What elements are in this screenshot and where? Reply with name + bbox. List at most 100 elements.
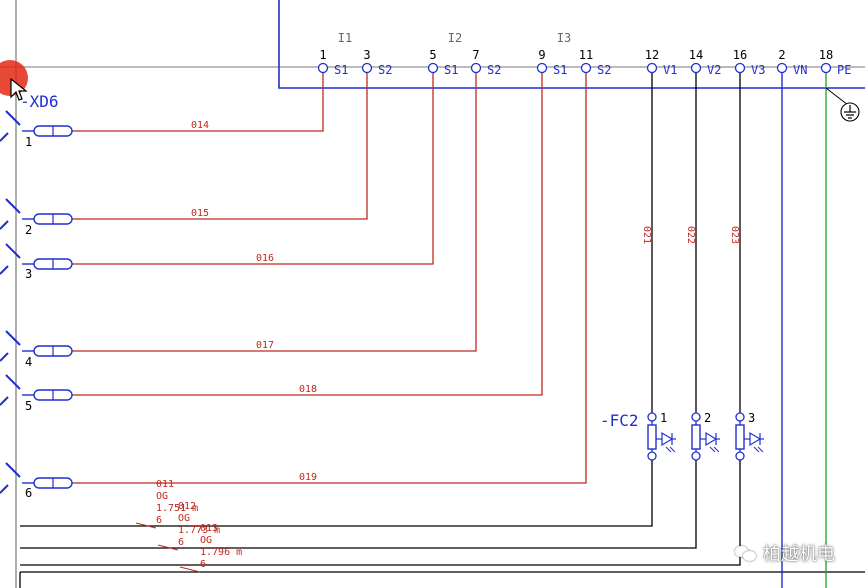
fuse-body [647, 424, 657, 450]
wire-016 [72, 72, 434, 265]
wire-return [20, 460, 741, 566]
terminal-circle [470, 62, 482, 74]
group-label: I1 [338, 31, 352, 45]
led-indicator-icon [753, 446, 760, 453]
terminal-name: V2 [707, 63, 721, 77]
fuse-number: 2 [704, 411, 711, 425]
xd6-terminal-number: 3 [25, 267, 32, 281]
wire-019 [72, 72, 587, 484]
terminal-circle [820, 62, 832, 74]
watermark: 柏越机电 [735, 540, 835, 566]
fuse-number: 3 [748, 411, 755, 425]
cable-count: 6 [200, 559, 206, 570]
terminal-number: 9 [538, 48, 545, 62]
terminal-number: 14 [689, 48, 703, 62]
xd6-terminal-number: 4 [25, 355, 32, 369]
cable-type: OG [156, 491, 168, 502]
cable-length: 1.796 m [200, 547, 242, 558]
wire-017 [72, 72, 477, 352]
switch-contact [5, 110, 21, 126]
switch-contact [0, 484, 9, 494]
terminal-name: S2 [487, 63, 501, 77]
cable-count: 6 [178, 537, 184, 548]
switch-contact [5, 198, 21, 214]
xd6-terminal-number: 5 [25, 399, 32, 413]
terminal-name: S1 [553, 63, 567, 77]
terminal-number: 1 [319, 48, 326, 62]
terminal-name: VN [793, 63, 807, 77]
switch-contact [5, 330, 21, 346]
cable-type: OG [200, 535, 212, 546]
device-label-xd6: -XD6 [20, 92, 59, 111]
cable-type: OG [178, 513, 190, 524]
fuse-terminal [691, 412, 701, 422]
terminal-number: 12 [645, 48, 659, 62]
cable-marker [179, 566, 201, 573]
terminal-number: 5 [429, 48, 436, 62]
terminal-number: 2 [778, 48, 785, 62]
terminal-number: 7 [472, 48, 479, 62]
wire-label: 014 [191, 120, 209, 131]
switch-contact [0, 132, 9, 142]
fuse-terminal [735, 412, 745, 422]
fuse-number: 1 [660, 411, 667, 425]
terminal-circle [690, 62, 702, 74]
cable-count: 6 [156, 515, 162, 526]
cable-marker [135, 522, 157, 529]
led-indicator-icon [669, 446, 676, 453]
switch-contact [5, 462, 21, 478]
terminal-number: 16 [733, 48, 747, 62]
wire-label: 017 [256, 340, 274, 351]
wire-014 [72, 72, 324, 132]
group-label: I3 [557, 31, 571, 45]
terminal-circle [536, 62, 548, 74]
fuse-terminal [647, 451, 657, 461]
led-indicator-icon [757, 446, 764, 453]
led-indicator-icon [713, 446, 720, 453]
terminal-name: S1 [334, 63, 348, 77]
terminal-circle [361, 62, 373, 74]
terminal-circle [427, 62, 439, 74]
wechat-icon [735, 544, 757, 562]
led-indicator-icon [709, 446, 716, 453]
xd6-terminal-number: 6 [25, 486, 32, 500]
cable-length: 1.751 m [156, 503, 198, 514]
led-indicator-icon [665, 446, 672, 453]
wire-label: 019 [299, 472, 317, 483]
fuse-body [735, 424, 745, 450]
terminal-circle [646, 62, 658, 74]
terminal-circle [734, 62, 746, 74]
fuse-terminal [691, 451, 701, 461]
wire-return [20, 460, 653, 527]
switch-contact [0, 265, 9, 275]
wire-015 [72, 72, 368, 220]
terminal-name: S1 [444, 63, 458, 77]
xd6-terminal-number: 1 [25, 135, 32, 149]
cable-marker [157, 544, 179, 551]
wire-label: 023 [729, 226, 740, 244]
wire-018 [72, 72, 543, 396]
device-label-fc2: -FC2 [600, 411, 639, 430]
fuse-terminal [735, 451, 745, 461]
terminal-number: 3 [363, 48, 370, 62]
terminal-circle [776, 62, 788, 74]
terminal-circle [317, 62, 329, 74]
terminal-circle [580, 62, 592, 74]
wire-label: 022 [685, 226, 696, 244]
wire-label: 016 [256, 253, 274, 264]
terminal-number: 11 [579, 48, 593, 62]
terminal-name: V1 [663, 63, 677, 77]
switch-contact [5, 243, 21, 259]
fuse-terminal [647, 412, 657, 422]
switch-contact [5, 374, 21, 390]
terminal-name: S2 [378, 63, 392, 77]
terminal-name: PE [837, 63, 851, 77]
switch-contact [0, 396, 9, 406]
terminal-name: S2 [597, 63, 611, 77]
wire-return [20, 460, 697, 549]
terminal-number: 18 [819, 48, 833, 62]
led-indicator-icon [705, 431, 718, 447]
mouse-pointer-icon [10, 78, 28, 101]
led-indicator-icon [749, 431, 762, 447]
